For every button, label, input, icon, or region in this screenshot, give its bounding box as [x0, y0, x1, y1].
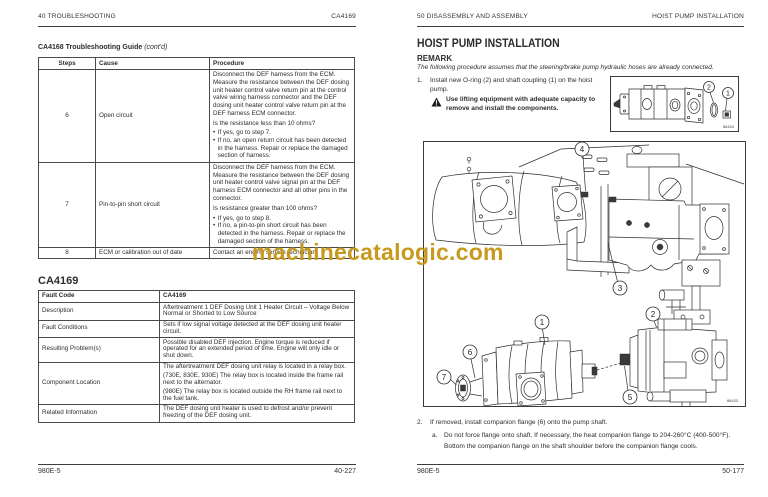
- remark-label: REMARK: [417, 54, 453, 63]
- callout-4: 4: [580, 145, 585, 154]
- table-row: Component Location The aftertreatment DE…: [38, 361, 355, 405]
- cause-cell: ECM or calibration out of date: [95, 246, 210, 260]
- table-row: 6 Open circuit Disconnect the DEF harnes…: [38, 68, 355, 163]
- figure-number: 86434: [723, 124, 735, 129]
- col-steps: Steps: [38, 57, 96, 70]
- troubleshooting-table: Steps Cause Procedure 6 Open circuit Dis…: [38, 57, 355, 260]
- left-footer-rule: [38, 464, 356, 466]
- callout-1: 1: [726, 91, 730, 98]
- step-2: 2. If removed, install companion flange …: [417, 419, 608, 426]
- col-procedure: Procedure: [209, 57, 355, 70]
- component-location-cell: The aftertreatment DEF dosing unit relay…: [159, 361, 355, 405]
- fault-code-table: Fault Code CA4169 Description Aftertreat…: [38, 290, 355, 423]
- right-header-rule: [417, 26, 744, 28]
- hoist-pump-installation-diagram: 4 3 1 6 7 2: [432, 142, 745, 406]
- right-page-header: 50 DISASSEMBLY AND ASSEMBLY HOIST PUMP I…: [417, 13, 744, 20]
- watermark: machinecatalogic.com: [252, 239, 504, 265]
- right-footer-rule: [417, 464, 744, 466]
- step-number: 7: [38, 161, 96, 248]
- table-row: Fault Code CA4169: [38, 290, 355, 303]
- left-page-header: 40 TROUBLESHOOTING CA4169: [38, 13, 356, 20]
- table-header-row: Steps Cause Procedure: [38, 57, 355, 70]
- table-row: 7 Pin-to-pin short circuit Disconnect th…: [38, 161, 355, 248]
- step-2a: a. Do not force flange onto shaft. If ne…: [432, 432, 731, 451]
- callout-7: 7: [442, 373, 447, 382]
- table-row: 8 ECM or calibration out of date Contact…: [38, 246, 355, 260]
- step-number: 8: [38, 246, 96, 260]
- warning-icon: [431, 96, 442, 107]
- page-title: HOIST PUMP INSTALLATION: [417, 36, 560, 50]
- callout-2: 2: [707, 85, 711, 92]
- callout-1: 1: [540, 318, 545, 327]
- callout-2: 2: [651, 310, 656, 319]
- callout-5: 5: [628, 393, 633, 402]
- figure-large: 4 3 1 6 7 2: [423, 141, 746, 407]
- page-number: 40-227: [334, 468, 356, 475]
- left-page-footer: 980E-5 40-227: [38, 468, 356, 475]
- figure-number: 86433: [727, 398, 739, 403]
- model-number: 980E-5: [38, 468, 61, 475]
- model-number: 980E-5: [417, 468, 440, 475]
- pump-oring-coupling-diagram: 2 1 86434: [613, 81, 735, 129]
- step-number: 6: [38, 68, 96, 163]
- left-header-section: 40 TROUBLESHOOTING: [38, 13, 116, 20]
- page-number: 50-177: [722, 468, 744, 475]
- remark-text: The following procedure assumes that the…: [417, 64, 714, 71]
- procedure-cell: Contact an engine service technician.: [209, 246, 355, 260]
- fault-code-heading: CA4169: [38, 275, 79, 287]
- warning-note: Use lifting equipment with adequate capa…: [431, 96, 603, 114]
- left-header-rule: [38, 26, 356, 28]
- figure-small: 2 1 86434: [610, 76, 739, 132]
- left-header-code: CA4169: [331, 13, 356, 20]
- procedure-cell: Disconnect the DEF harness from the ECM.…: [209, 68, 355, 163]
- callout-6: 6: [468, 348, 473, 357]
- procedure-cell: Disconnect the DEF harness from the ECM.…: [209, 161, 355, 248]
- col-cause: Cause: [95, 57, 210, 70]
- troubleshooting-guide-title: CA4168 Troubleshooting Guide (cont'd): [38, 44, 168, 51]
- cause-cell: Pin-to-pin short circuit: [95, 161, 210, 248]
- table-row: Description Aftertreatment 1 DEF Dosing …: [38, 302, 355, 321]
- table-row: Fault Conditions Sets if low signal volt…: [38, 319, 355, 339]
- table-row: Related Information The DEF dosing unit …: [38, 403, 355, 423]
- right-page-footer: 980E-5 50-177: [417, 468, 744, 475]
- step-1: 1. Install new O-ring (2) and shaft coup…: [417, 77, 593, 93]
- cause-cell: Open circuit: [95, 68, 210, 163]
- table-row: Resulting Problem(s) Possible disabled D…: [38, 337, 355, 363]
- callout-3: 3: [618, 284, 623, 293]
